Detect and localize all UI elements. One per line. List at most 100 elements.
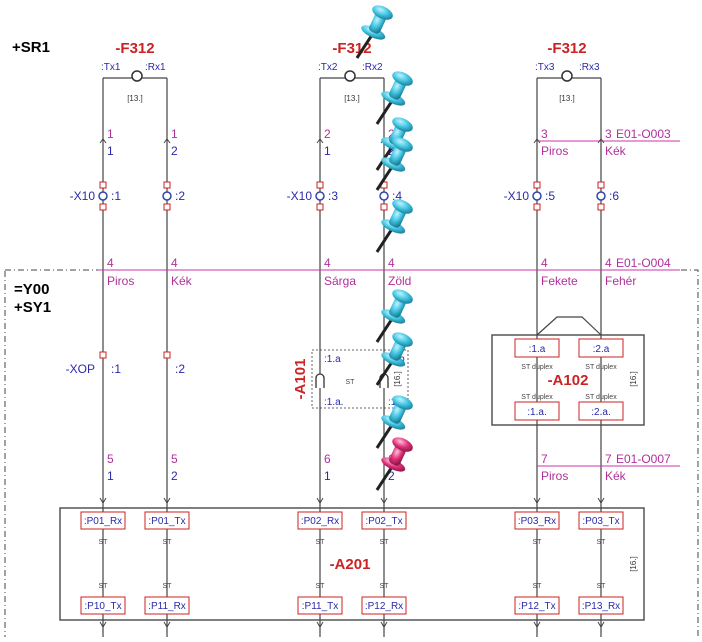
a201-port-bottom-1: :P10_Tx: [84, 601, 121, 612]
a102-loop: [536, 316, 602, 336]
a102-port-box-top-1: [514, 338, 560, 358]
f312-ref-3: [13.]: [559, 94, 575, 103]
pushpin-head-1: [372, 5, 393, 20]
core-arrow-bottom-6: [597, 497, 605, 504]
pushpin-base-2: [381, 91, 406, 106]
x10-terminal-top-5: [533, 181, 541, 189]
a102-port-top-1: :1.a: [529, 344, 546, 355]
x10-terminal-top-3: [316, 181, 324, 189]
cable-e01-o007-core-label-1: 1: [107, 469, 114, 483]
a201-frame: [59, 507, 645, 621]
cable-e01-o004-color-5: Fekete: [541, 274, 578, 288]
pushpin-needle-6: [375, 317, 394, 343]
a201-port-bottom-2: :P11_Rx: [148, 601, 186, 612]
a201-label-bottom-6: ST: [597, 583, 607, 590]
a201-port-bottom-3: :P11_Tx: [302, 601, 339, 612]
cable-e01-o004-number-3: 4: [324, 256, 331, 270]
core-arrow-top-5: [533, 138, 541, 144]
a201-label-bottom-4: ST: [380, 583, 390, 590]
xop-terminal-label-2: :2: [175, 362, 185, 376]
cable-e01-o004-number-2: 4: [171, 256, 178, 270]
f312-connector-icon-1: [131, 70, 143, 82]
cable-e01-o007-core-2: 5: [171, 452, 178, 466]
x10-terminal-icon-6: [596, 191, 606, 201]
a102-port-box-bottom-2: [578, 401, 624, 421]
cable-e01-o004-color-1: Piros: [107, 274, 134, 288]
a201-label-bottom-3: ST: [316, 583, 326, 590]
cable-e01-o003-core-2: 1: [171, 127, 178, 141]
f312-device-group: [103, 70, 601, 82]
location-y00: =Y00: [14, 281, 49, 298]
pushpin-head-4: [392, 137, 413, 152]
a201-arrow-3: [316, 621, 324, 628]
cable-e01-o007-core-3: 6: [324, 452, 331, 466]
x10-terminal-top-2: [163, 181, 171, 189]
f312-title-1: -F312: [115, 40, 154, 57]
cable-e01-o004-color-3: Sárga: [324, 274, 356, 288]
cable-e01-o007-core-1: 5: [107, 452, 114, 466]
a201-arrow-6: [597, 621, 605, 628]
cable-e01-o004-number-6: 4: [605, 256, 612, 270]
a201-port-top-2: :P01_Tx: [148, 516, 185, 527]
f312-port-2: :Rx1: [145, 62, 166, 73]
cable-e01-o004-number-4: 4: [388, 256, 395, 270]
f312-port-4: :Rx2: [362, 62, 383, 73]
pushpin-head-3: [392, 117, 413, 132]
pushpin-head-9: [392, 437, 413, 452]
cable-e01-o003-id: E01-O003: [616, 127, 671, 141]
cable-e01-o004-number-1: 4: [107, 256, 114, 270]
a201-port-box-top-6: [578, 511, 624, 530]
xop-terminal-2: [163, 351, 171, 359]
location-sy1: +SY1: [14, 299, 51, 316]
a101-title: -A101: [292, 359, 309, 400]
pushpin-head-6: [392, 289, 413, 304]
cable-e01-o003-core-4: 2: [388, 127, 395, 141]
core-arrow-top-2: [163, 138, 171, 144]
a201-port-bottom-6: :P13_Rx: [582, 601, 620, 612]
f312-port-3: :Tx2: [318, 62, 338, 73]
core-arrow-top-3: [316, 138, 324, 144]
pushpin-base-1: [361, 25, 386, 40]
a101-st-connector-1: [315, 373, 325, 388]
a201-port-top-6: :P03_Tx: [582, 516, 619, 527]
x10-terminal-icon-1: [98, 191, 108, 201]
cable-e01-o007-id: E01-O007: [616, 452, 671, 466]
cable-e01-o003-core-label-6: Kék: [605, 144, 627, 158]
pushpin-layer: [355, 5, 413, 491]
a201-port-box-top-2: [144, 511, 190, 530]
pushpin-needle-4: [375, 165, 394, 191]
pushpin-needle-8: [375, 423, 394, 449]
x10-terminal-bottom-2: [163, 203, 171, 211]
cable-e01-o007-core-6: 7: [605, 452, 612, 466]
f312-title-3: -F312: [547, 40, 586, 57]
a201-label-top-4: ST: [380, 539, 390, 546]
a102-port-bottom-1: :1.a.: [527, 407, 546, 418]
x10-tag-3: -X10: [504, 189, 530, 203]
a201-port-box-top-5: [514, 511, 560, 530]
cable-e01-o004-number-5: 4: [541, 256, 548, 270]
a201-label-top-1: ST: [99, 539, 109, 546]
pushpin-head-7: [392, 332, 413, 347]
x10-terminal-icon-4: [379, 191, 389, 201]
x10-terminal-label-6: :6: [609, 189, 619, 203]
a201-port-top-4: :P02_Tx: [365, 516, 402, 527]
a102-port-bottom-2: :2.a.: [591, 407, 610, 418]
a101-label: ST: [346, 379, 356, 386]
f312-connector-icon-2: [344, 70, 356, 82]
core-arrow-bottom-4: [380, 497, 388, 504]
a102-label-bottom-1: ST duplex: [521, 394, 553, 401]
core-arrow-bottom-1: [99, 497, 107, 504]
a102-label-1: ST duplex: [521, 364, 553, 371]
cable-e01-o003-core-3: 2: [324, 127, 331, 141]
pushpin-head-8: [392, 395, 413, 410]
x10-terminal-bottom-5: [533, 203, 541, 211]
x10-terminal-label-1: :1: [111, 189, 121, 203]
cable-e01-o003-core-label-1: 1: [107, 144, 114, 158]
a101-port-3: :1.a.: [324, 397, 343, 408]
cable-e01-o003-core-label-5: Piros: [541, 144, 568, 158]
pushpin-base-4: [381, 157, 406, 172]
a201-arrow-5: [533, 621, 541, 628]
a102-port-box-bottom-1: [514, 401, 560, 421]
cable-e01-o004-color-4: Zöld: [388, 274, 411, 288]
x10-terminal-top-1: [99, 181, 107, 189]
